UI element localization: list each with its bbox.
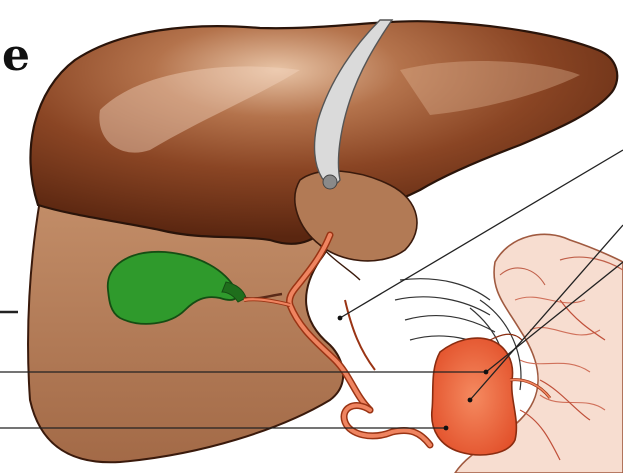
label-fragment: e — [2, 34, 30, 78]
